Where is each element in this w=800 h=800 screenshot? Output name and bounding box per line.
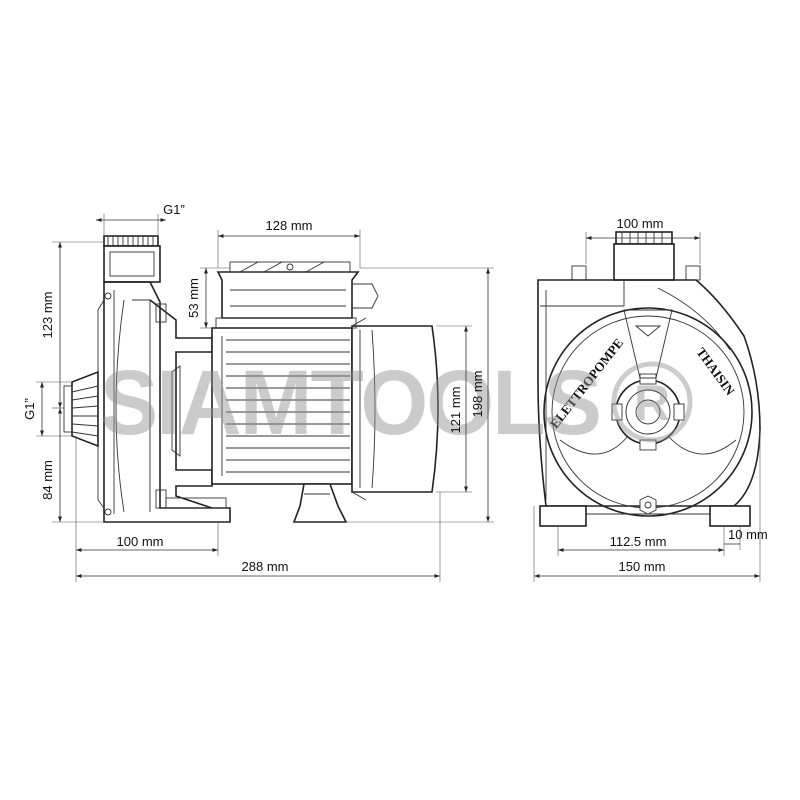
dim-label-total-length: 288 mm (242, 559, 289, 574)
inlet-nozzle (63, 370, 99, 448)
watermark: SIAMTOOLS R (100, 352, 693, 454)
dim-label-total-width: 150 mm (619, 559, 666, 574)
dim-label-inlet-thread: G1” (22, 398, 37, 420)
watermark-text: SIAMTOOLS (100, 352, 600, 454)
front-casing (537, 279, 761, 527)
dimension-lines (36, 214, 761, 582)
front-outlet (571, 231, 701, 281)
dim-label-foot-span: 112.5 mm (610, 534, 667, 549)
registered-mark-icon (611, 361, 693, 443)
dim-label-base-offset: 100 mm (117, 534, 164, 549)
terminal-box (215, 261, 379, 329)
dim-label-outlet-thread: G1” (163, 202, 185, 217)
side-view (63, 235, 439, 523)
dim-label-lower-height: 84 mm (40, 460, 55, 500)
dim-label-foot-height: 10 mm (728, 527, 768, 542)
nameplate-right-text: THAISIN (693, 345, 738, 399)
registered-mark-letter: R (634, 375, 670, 431)
dim-label-upper-height: 123 mm (40, 292, 55, 339)
outlet-nozzle (103, 235, 161, 283)
dim-label-motor-length: 128 mm (266, 218, 313, 233)
dim-label-total-height: 198 mm (470, 371, 485, 418)
dim-label-terminal-height: 53 mm (186, 278, 201, 318)
dim-label-motor-diameter: 121 mm (448, 387, 463, 434)
motor-foot (292, 483, 348, 523)
dimension-labels: G1” 128 mm 53 mm 123 mm G1” 84 mm 100 mm… (22, 202, 768, 574)
dim-label-outlet-width: 100 mm (617, 216, 664, 231)
